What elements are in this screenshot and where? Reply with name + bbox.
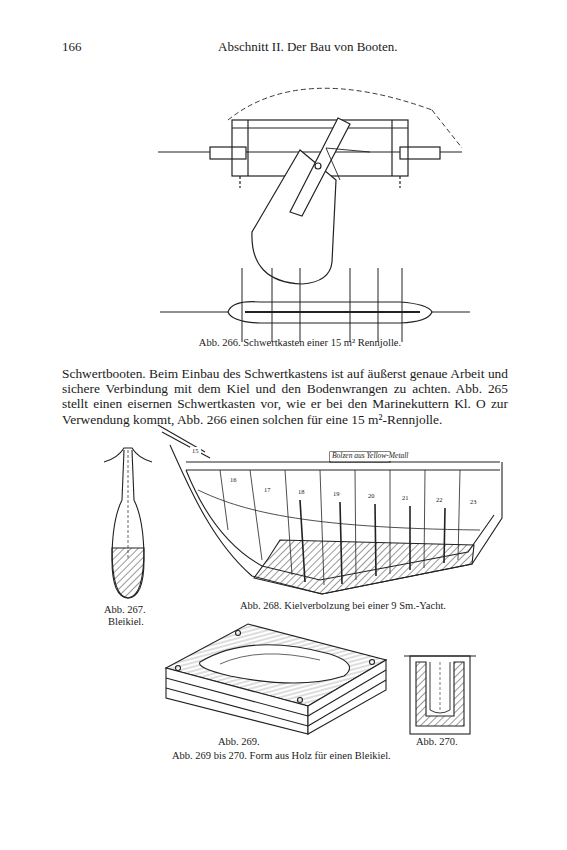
part-note: Bolzen aus Yellow-Metall: [330, 452, 410, 461]
figure-caption: Bleikiel.: [108, 616, 144, 628]
figure-caption: Abb. 266. Schwertkasten einer 15 m² Renn…: [199, 337, 401, 349]
figure-caption: Abb. 267.: [104, 604, 146, 616]
running-head: Abschnitt II. Der Bau von Booten.: [218, 40, 397, 55]
wooden-mould-drawing: [166, 624, 386, 734]
callout-number: 20: [366, 492, 377, 499]
callout-number: 23: [468, 498, 479, 505]
figure-caption: Abb. 269.: [218, 736, 260, 748]
figure-caption: Abb. 268. Kielverbolzung bei einer 9 Sm.…: [240, 600, 446, 612]
figure-caption: Abb. 269 bis 270. Form aus Holz für eine…: [172, 750, 391, 762]
callout-number: 21: [400, 494, 411, 501]
lead-keel-section: [104, 448, 152, 598]
mould-cross-section: [404, 656, 476, 734]
centerboard-case-drawing: [158, 88, 470, 342]
callout-number: 17: [262, 486, 273, 493]
callout-number: 19: [331, 490, 342, 497]
page-number: 166: [62, 40, 82, 55]
body-paragraph: Schwertbooten. Beim Einbau des Schwertka…: [62, 366, 508, 427]
callout-number: 22: [434, 496, 445, 503]
yacht-keel-bolting: [158, 425, 502, 594]
callout-number: 18: [296, 488, 307, 495]
callout-number: 16: [228, 476, 239, 483]
figure-caption: Abb. 270.: [416, 736, 458, 748]
callout-number: 15: [190, 447, 201, 454]
